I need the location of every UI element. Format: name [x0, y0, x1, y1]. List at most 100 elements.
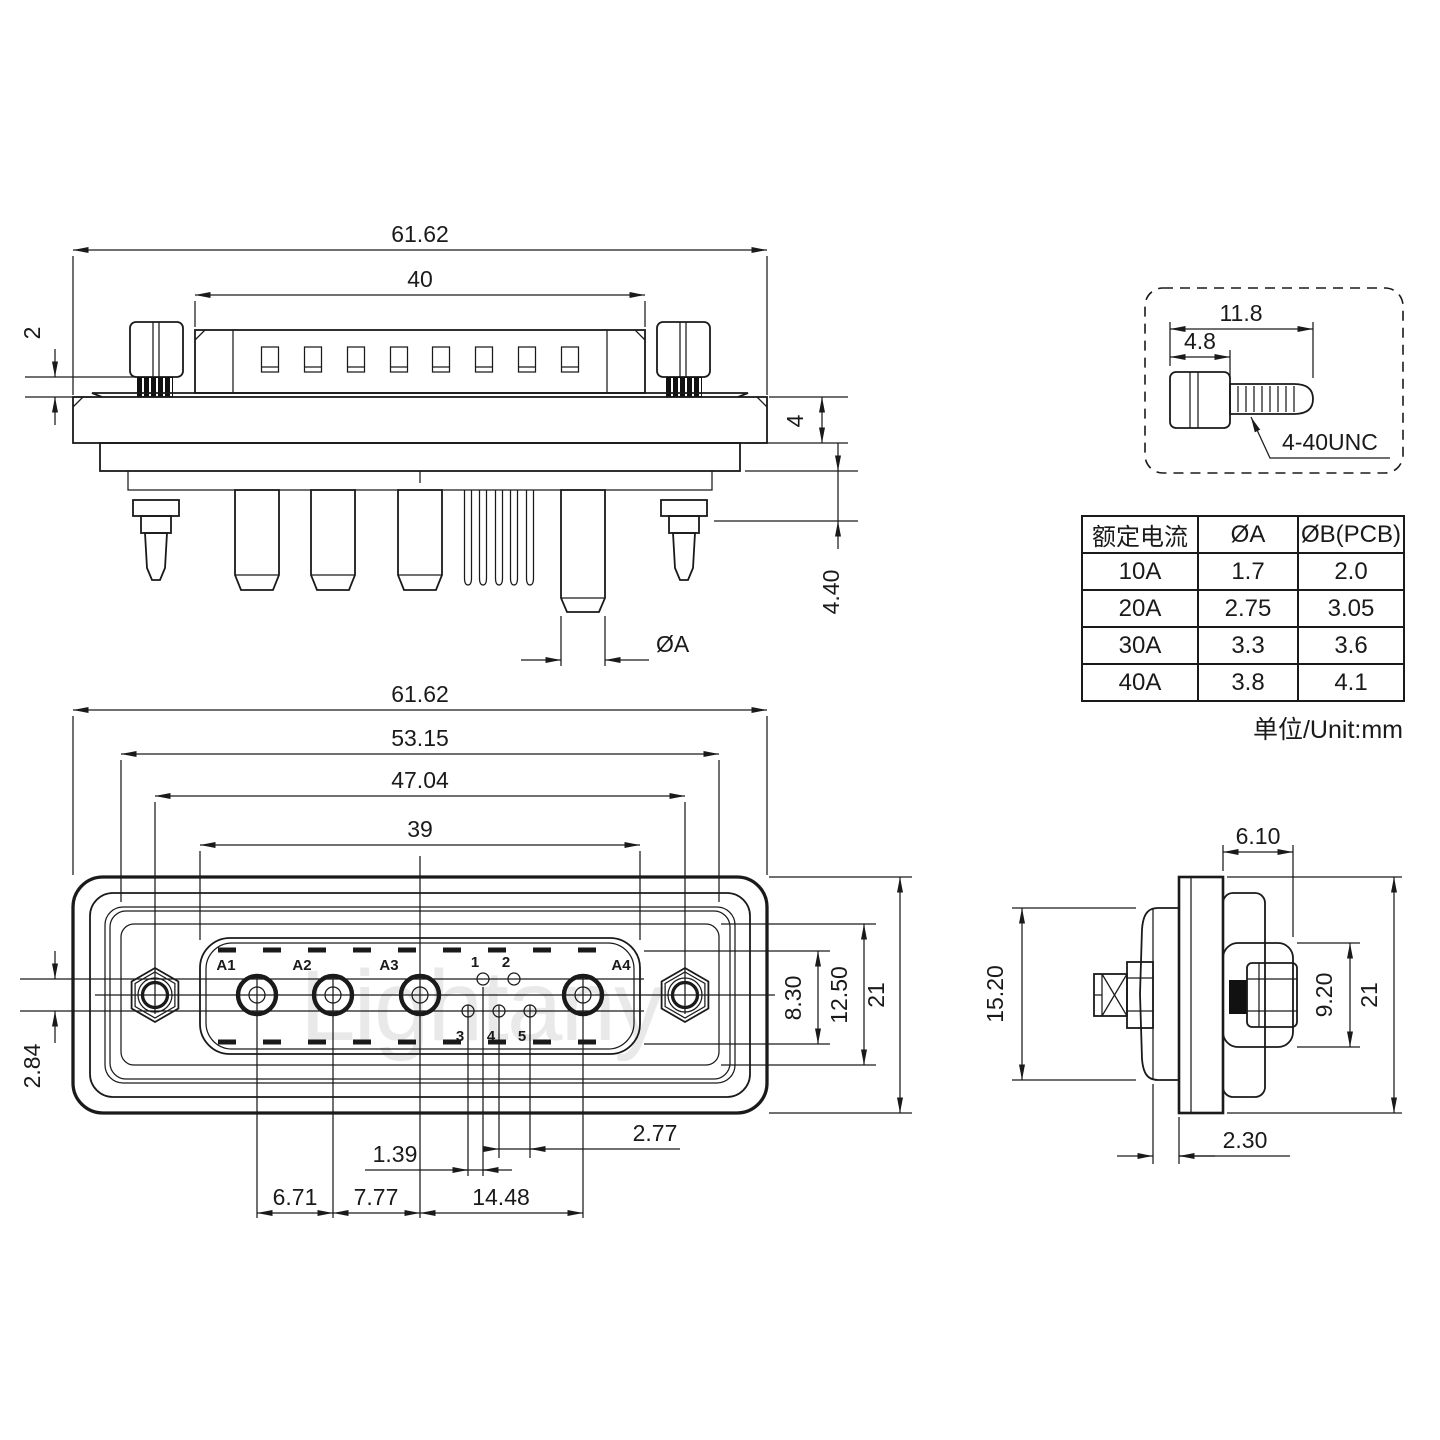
thumbscrew-head-left — [129, 321, 184, 378]
flange — [72, 396, 768, 444]
spec-table-row: 10A 1.7 2.0 — [1081, 552, 1405, 591]
thread-spec-callout: 4-40UNC — [1250, 416, 1390, 459]
power-pin-tail-a4 — [560, 489, 606, 613]
shroud-slots — [260, 346, 580, 373]
side-screw-thread — [1229, 980, 1247, 1014]
dim-text-a1-a2: 6.71 — [273, 1184, 318, 1210]
side-view-outline — [1093, 875, 1298, 1115]
spec-cell: 10A — [1081, 552, 1199, 591]
dim-front-mount-span: 47.04 — [155, 767, 685, 799]
dim-text-standoff: 2 — [19, 327, 45, 340]
dim-top-overall-width: 61.62 — [72, 221, 768, 395]
spec-cell: 20A — [1081, 589, 1199, 628]
hex-nut-right — [660, 966, 710, 1024]
spec-table-row: 30A 3.3 3.6 — [1081, 626, 1405, 665]
signal-pin-3 — [461, 1004, 475, 1018]
thumbscrew-head-right — [656, 321, 711, 378]
dim-top-flange-thickness: 4 — [745, 396, 848, 444]
dim-text-flange: 4 — [782, 414, 808, 427]
front-view-outline: A1 A2 A3 A4 1 2 3 4 5 — [20, 716, 775, 1218]
screw-detail: 11.8 4.8 4-40UNC — [1144, 287, 1404, 474]
side-flange-plate — [1177, 875, 1225, 1115]
dim-side-screw-flat: 9.20 — [1297, 942, 1360, 1048]
spec-cell: 2.75 — [1197, 589, 1299, 628]
dim-front-half-pitch: 1.39 — [365, 1141, 512, 1173]
dim-front-overall-height: 21 — [769, 876, 912, 1114]
signal-pin-5 — [523, 1004, 537, 1018]
screw-thread-shaft — [1229, 383, 1314, 415]
pin-label-4: 4 — [487, 1028, 496, 1045]
side-view: 6.10 21 9.20 15.20 2.30 — [982, 823, 1402, 1164]
dim-front-a-spans: 6.71 7.77 14.48 — [257, 1184, 583, 1216]
dim-screw-total-length: 11.8 — [1169, 300, 1314, 378]
side-screw-head — [1246, 962, 1298, 1028]
pin-label-a3: A3 — [379, 957, 398, 974]
dim-text-a2-a3: 7.77 — [354, 1184, 399, 1210]
spec-table: 额定电流 ØA ØB(PCB) 10A 1.7 2.0 20A 2.75 3.0… — [1081, 515, 1405, 702]
dim-front-insert-width: 39 — [200, 816, 640, 848]
dim-side-overall-height: 21 — [1227, 876, 1402, 1114]
screw-head — [1169, 371, 1231, 429]
thread-spec-label: 4-40UNC — [1282, 429, 1378, 455]
dim-front-pocket-height: 12.50 — [721, 923, 876, 1066]
dim-top-shroud-width: 40 — [194, 266, 646, 327]
pin-label-a2: A2 — [292, 957, 311, 974]
detail-border — [1144, 287, 1404, 474]
spec-header-current: 额定电流 — [1081, 515, 1199, 554]
dim-screw-head-length: 4.8 — [1170, 328, 1231, 378]
dim-text-tail-diameter: ØA — [656, 631, 690, 657]
signal-pin-tails — [463, 490, 535, 586]
spec-header-dia-a: ØA — [1197, 515, 1299, 554]
unit-note: 单位/Unit:mm — [1252, 716, 1403, 744]
top-view: 61.62 40 2 4 4.40 ØA — [19, 221, 858, 666]
power-contact-a1 — [235, 973, 279, 1017]
spec-cell: 3.8 — [1197, 663, 1299, 702]
boardlock-right — [660, 499, 708, 581]
dim-text-mount-span: 47.04 — [391, 767, 449, 793]
spec-table-row: 40A 3.8 4.1 — [1081, 663, 1405, 702]
pin-label-5: 5 — [518, 1028, 526, 1045]
pin-label-a1: A1 — [216, 957, 235, 974]
dim-text-pocket-h: 12.50 — [826, 966, 852, 1024]
dim-side-shell-height: 15.20 — [982, 907, 1136, 1081]
dim-top-tail-diameter: ØA — [521, 616, 690, 666]
dim-text-side-overall-h: 21 — [1356, 982, 1382, 1008]
dim-text-top-shroud: 40 — [407, 266, 433, 292]
watermark-text: Lightany — [300, 950, 664, 1062]
side-insulator — [1222, 942, 1294, 1048]
spec-table-row: 20A 2.75 3.05 — [1081, 589, 1405, 628]
dim-text-front-overall-w: 61.62 — [391, 681, 449, 707]
top-view-outline — [72, 321, 768, 613]
signal-pin-4 — [492, 1004, 506, 1018]
dim-text-row-offset: 2.84 — [19, 1043, 45, 1088]
dim-text-pin-pitch: 2.77 — [633, 1120, 678, 1146]
power-contact-a2 — [311, 973, 355, 1017]
dim-front-row-offset: 2.84 — [19, 951, 58, 1088]
insulator-base — [99, 442, 741, 472]
dim-side-panel-offset: 2.30 — [1117, 1084, 1290, 1164]
spec-cell: 3.6 — [1297, 626, 1405, 665]
power-contact-a4 — [561, 973, 605, 1017]
dim-text-insert-h: 8.30 — [780, 976, 806, 1021]
hex-nut-left — [130, 966, 180, 1024]
d-insert-outer — [199, 937, 641, 1055]
dim-side-insulator-depth: 6.10 — [1222, 823, 1294, 937]
d-insert-inner — [205, 942, 635, 1050]
spec-cell: 30A — [1081, 626, 1199, 665]
dim-front-pin-pitch: 2.77 — [483, 1120, 680, 1152]
pin-label-a4: A4 — [611, 957, 631, 974]
dim-top-screw-standoff: 2 — [19, 327, 137, 425]
spec-cell: 2.0 — [1297, 552, 1405, 591]
spec-table-header-row: 额定电流 ØA ØB(PCB) — [1081, 515, 1405, 554]
pin-label-3: 3 — [456, 1028, 464, 1045]
spec-header-dia-b: ØB(PCB) — [1297, 515, 1405, 554]
dim-text-shell-h: 15.20 — [982, 965, 1008, 1023]
spec-cell: 4.1 — [1297, 663, 1405, 702]
dim-front-shell-width: 53.15 — [121, 725, 719, 757]
spec-cell: 3.05 — [1297, 589, 1405, 628]
dim-text-tail-length: 4.40 — [818, 570, 844, 615]
spec-cell: 40A — [1081, 663, 1199, 702]
spec-cell: 1.7 — [1197, 552, 1299, 591]
